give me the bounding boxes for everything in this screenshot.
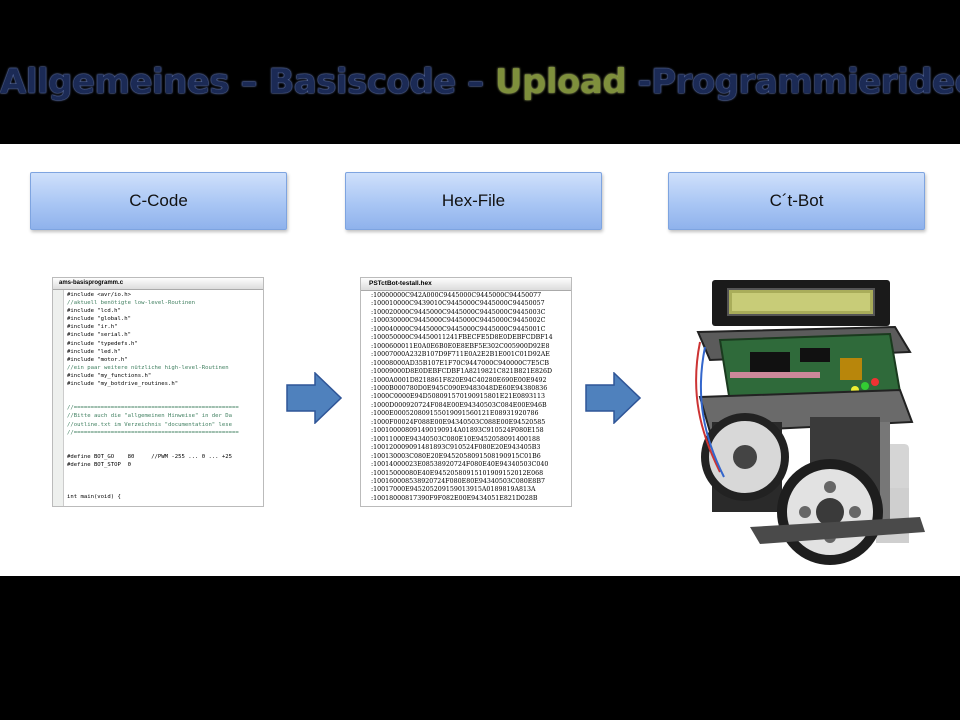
code-line: //aktuell benötigte low-level-Routinen xyxy=(67,300,195,307)
hex-line: :1000A0001D8218861F820E94C40280E690E00E9… xyxy=(371,376,547,384)
code-line xyxy=(67,477,263,485)
code-line: int main(void) { xyxy=(67,494,121,501)
code-line: #define BOT_GO 80 //PWM -255 ... 0 ... +… xyxy=(67,453,233,460)
robot-photo xyxy=(695,280,925,565)
code-editor-gutter xyxy=(53,290,64,506)
arrow-right-icon xyxy=(585,372,641,424)
code-line xyxy=(67,396,263,404)
hex-line: :100050000C94450011241FBECFE5D8E0DEBFCDB… xyxy=(371,334,553,342)
hex-line: :10014000023E08538920724F080E40E94340503… xyxy=(371,461,549,469)
step-ctbot[interactable]: C´t-Bot xyxy=(668,172,925,230)
hex-line: :10009000D8E0DEBFCDBF1A8219821C821B821E8… xyxy=(371,368,553,376)
code-line: //======================================… xyxy=(67,405,239,412)
code-line xyxy=(67,445,263,453)
code-line: //ein paar weitere nützliche high-level-… xyxy=(67,364,229,371)
hex-line: :10015000080E40E94520580915101909152012E… xyxy=(371,469,544,477)
content-area: C-Code Hex-File C´t-Bot ams-basisprogram… xyxy=(0,144,960,576)
step-hex-file-label: Hex-File xyxy=(441,191,506,210)
hex-line: :1000B000780D0E945C090E9483048DE60E94380… xyxy=(371,384,548,392)
code-lines: #include <avr/io.h> //aktuell benötigte l… xyxy=(67,291,263,501)
hex-line: :10007000A232B107D9F711E0A2E2B1E001C01D9… xyxy=(371,351,550,359)
hex-line: :10017000E945205209159013915A0189819A813… xyxy=(371,486,536,494)
code-line: //outline.txt im Verzeichnis "documentat… xyxy=(67,421,233,428)
code-line: #include "my_botdrive_routines.h" xyxy=(67,381,179,388)
hex-line: :1000600011E0A0E6B0E0E8EBF5E302C005900D9… xyxy=(371,342,550,350)
code-line xyxy=(67,469,263,477)
step-hex-file[interactable]: Hex-File xyxy=(345,172,602,230)
hex-line: :1000E000520809155019091560121E089319207… xyxy=(371,410,539,418)
code-line xyxy=(67,485,263,493)
code-editor-tab: ams-basisprogramm.c xyxy=(53,278,263,290)
hex-line: :10011000E94340503C080E10E94520580914001… xyxy=(371,435,540,443)
hex-line: :1000D000920724F084E00E94340503C084E00E9… xyxy=(371,401,547,409)
step-ctbot-label: C´t-Bot xyxy=(769,191,824,210)
title-part-1: Allgemeines – Basiscode – xyxy=(0,62,495,102)
code-line xyxy=(67,388,263,396)
code-line: #include <avr/io.h> xyxy=(67,292,131,298)
hex-line: :100040000C9445000C9445000C9445000C94450… xyxy=(371,325,546,333)
hex-line: :100010000C9439010C9445000C9445000C94450… xyxy=(371,300,545,308)
code-line: //Bitte auch die "allgemeinen Hinweise" … xyxy=(67,413,233,420)
step-c-code-label: C-Code xyxy=(129,191,188,210)
hex-line: :10008000AD35B107E1F70C9447000C940000C7E… xyxy=(371,359,550,367)
hex-lines: :10000000C942A000C9445000C9445000C944500… xyxy=(371,292,571,503)
code-line: #include "my_functions.h" xyxy=(67,372,152,379)
step-c-code[interactable]: C-Code xyxy=(30,172,287,230)
hex-line: :10018000817390F9F082E00E9434051E821D028… xyxy=(371,494,538,502)
hex-line: :100120009091481893C910524F080E20E943405… xyxy=(371,444,541,452)
code-line: #include "typedefs.h" xyxy=(67,340,138,347)
code-line: #include "ir.h" xyxy=(67,324,118,331)
code-line xyxy=(67,437,263,445)
code-line: #define BOT_STOP 0 xyxy=(67,461,131,468)
title-part-upload: Upload xyxy=(494,62,627,102)
hex-line: :1000C0000E94D508091570190915801E21E0893… xyxy=(371,393,546,401)
hex-line: :100100008091490190914A01893C910524F080E… xyxy=(371,427,544,435)
hex-line: :100020000C9445000C9445000C9445000C94450… xyxy=(371,308,546,316)
code-line: #include "led.h" xyxy=(67,348,121,355)
code-line: #include "motor.h" xyxy=(67,356,128,363)
hex-file-tab: PSTctBot-testall.hex xyxy=(361,278,571,291)
title-part-3: -Programmierideen xyxy=(637,62,960,102)
code-line: //======================================… xyxy=(67,429,239,436)
code-line: #include "lcd.h" xyxy=(67,308,121,315)
slide-title: Allgemeines – Basiscode – Upload -Progra… xyxy=(0,62,960,102)
hex-line: :100160008538920724F080E80E94340503C080E… xyxy=(371,477,545,485)
code-editor-screenshot: ams-basisprogramm.c #include <avr/io.h> /… xyxy=(52,277,264,507)
hex-file-screenshot: PSTctBot-testall.hex :10000000C942A000C9… xyxy=(360,277,572,507)
hex-line: :1000F00024F088E00E94340503C088E00E94520… xyxy=(371,418,546,426)
hex-line: :100130003C080E20E9452058091508190915C01… xyxy=(371,452,541,460)
hex-line: :10000000C942A000C9445000C9445000C944500… xyxy=(371,292,542,299)
code-line: #include "serial.h" xyxy=(67,332,131,339)
arrow-right-icon xyxy=(286,372,342,424)
hex-line: :100030000C9445000C9445000C9445000C94450… xyxy=(371,317,546,325)
code-line: #include "global.h" xyxy=(67,316,131,323)
